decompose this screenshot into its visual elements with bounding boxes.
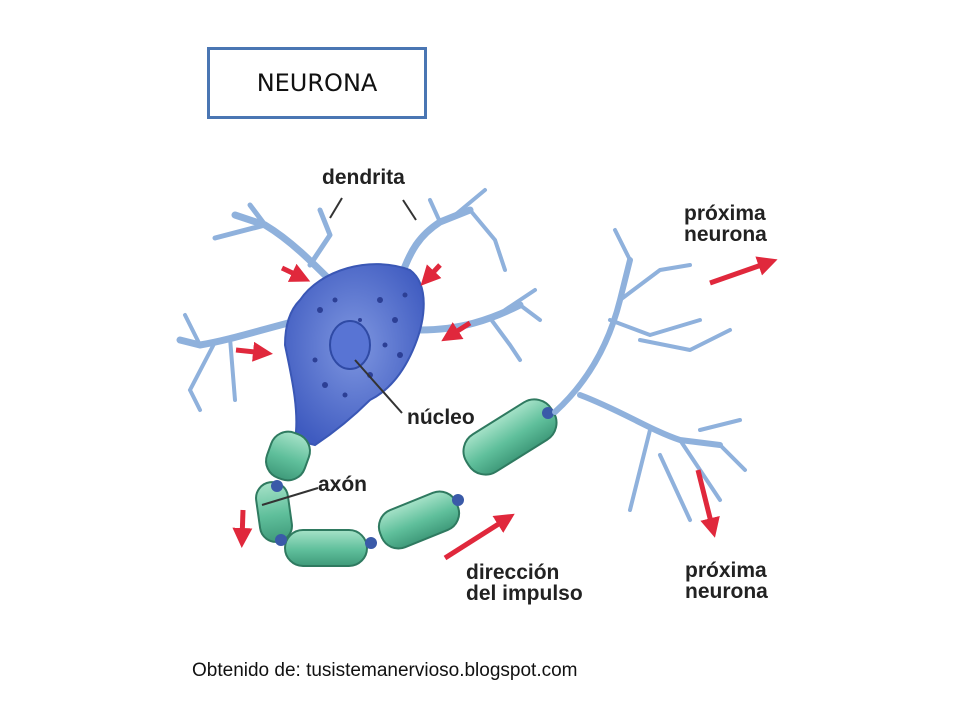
label-axon: axón xyxy=(318,473,368,496)
label-direccion-2: del impulso xyxy=(466,582,583,605)
label-proxima-bottom-1: próxima xyxy=(685,559,767,582)
title-box: NEURONA xyxy=(207,47,427,119)
nucleus xyxy=(329,320,371,370)
label-proxima-top-2: neurona xyxy=(684,223,767,246)
page-title: NEURONA xyxy=(256,69,378,97)
axon-terminals xyxy=(552,228,747,522)
leader-lines xyxy=(261,197,417,506)
label-dendrita: dendrita xyxy=(322,166,405,189)
label-proxima-top-1: próxima xyxy=(684,202,766,225)
ranvier-nodes xyxy=(271,407,554,549)
label-direccion-1: dirección xyxy=(466,561,560,584)
impulse-arrows xyxy=(232,256,778,561)
label-nucleo: núcleo xyxy=(407,406,475,429)
label-proxima-bottom-2: neurona xyxy=(685,580,768,603)
axon-myelin xyxy=(255,398,558,567)
source-credit: Obtenido de: tusistemanervioso.blogspot.… xyxy=(192,660,578,681)
